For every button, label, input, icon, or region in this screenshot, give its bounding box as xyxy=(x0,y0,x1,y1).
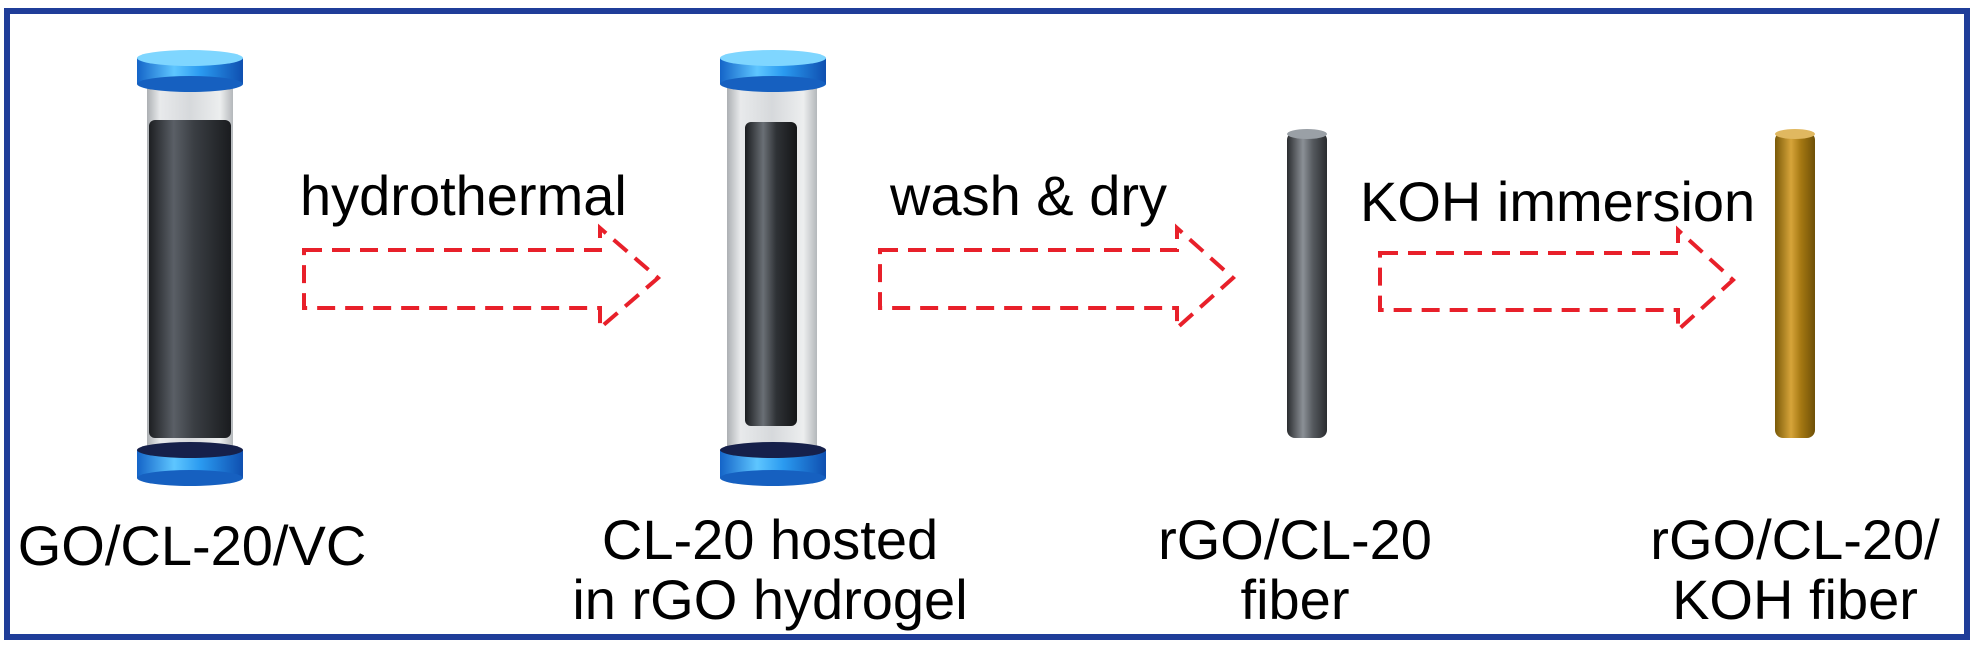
stage-label-line-1: GO/CL-20/VC xyxy=(17,514,367,577)
cap-bottom-icon xyxy=(720,442,826,486)
stage-label-line-2: KOH fiber xyxy=(1672,568,1918,631)
step-label-hydrothermal: hydrothermal xyxy=(300,164,627,227)
cap-top-icon xyxy=(137,50,243,92)
stage-label-cl20-hydrogel: CL-20 hosted in rGO hydrogel xyxy=(560,510,980,630)
tube-cl20-hydrogel xyxy=(720,50,826,486)
arrow-koh-immersion xyxy=(1378,225,1736,335)
stage-label-rgo-cl20-koh-fiber: rGO/CL-20/ KOH fiber xyxy=(1630,510,1960,630)
step-label-wash-dry: wash & dry xyxy=(890,164,1167,227)
step-label-koh-immersion: KOH immersion xyxy=(1360,170,1756,233)
fiber-rgo-cl20-koh xyxy=(1775,129,1815,438)
stage-label-rgo-cl20-fiber: rGO/CL-20 fiber xyxy=(1130,510,1460,630)
stage-label-line-2: in rGO hydrogel xyxy=(572,568,968,631)
arrow-hydrothermal xyxy=(302,223,662,333)
cap-bottom-icon xyxy=(137,442,243,486)
stage-label-line-1: rGO/CL-20 xyxy=(1158,508,1432,571)
fiber-rgo-cl20 xyxy=(1287,129,1327,438)
stage-label-line-1: CL-20 hosted xyxy=(601,508,939,571)
tube-go-cl20-vc xyxy=(137,50,243,486)
arrow-wash-dry xyxy=(878,223,1237,333)
stage-label-line-1: rGO/CL-20/ xyxy=(1650,508,1940,571)
cap-top-icon xyxy=(720,50,826,92)
stage-label-go-cl20-vc: GO/CL-20/VC xyxy=(12,516,372,576)
stage-label-line-2: fiber xyxy=(1240,568,1350,631)
diagram-frame xyxy=(4,8,1970,640)
